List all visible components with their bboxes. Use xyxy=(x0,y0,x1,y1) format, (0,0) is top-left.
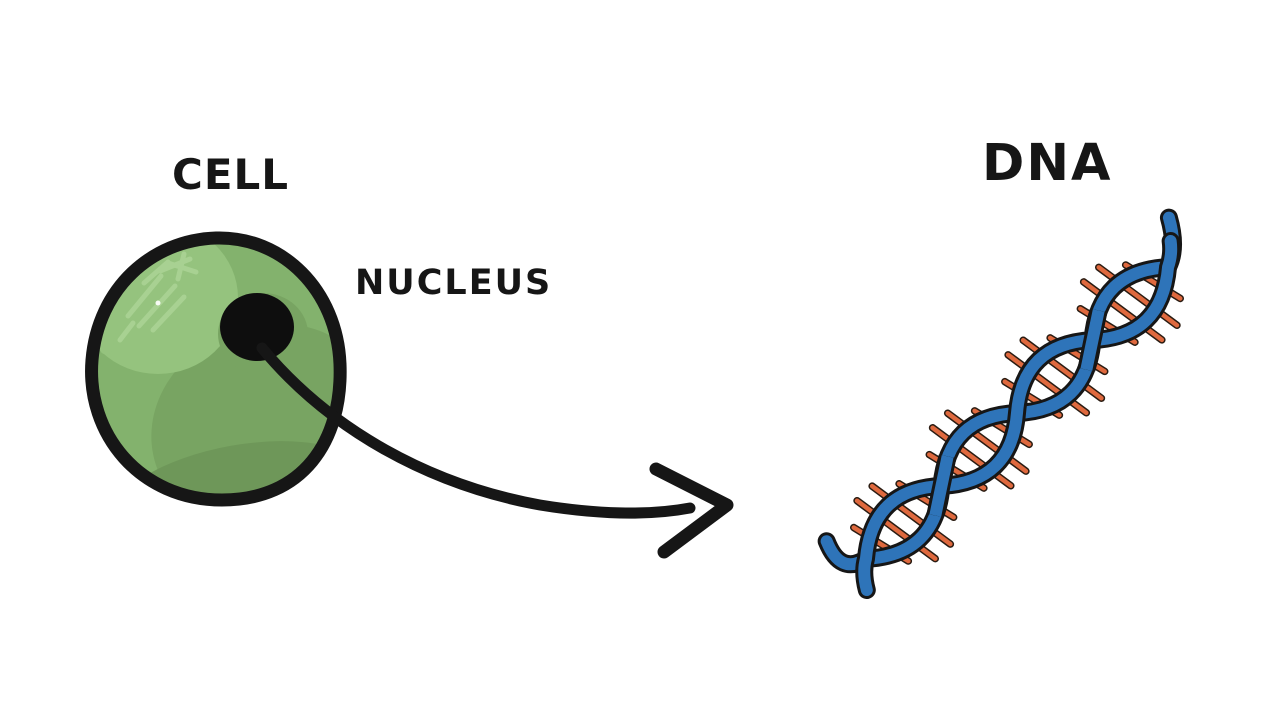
cell-outline xyxy=(85,231,347,507)
cell-glint xyxy=(155,300,161,306)
arrow-curve xyxy=(256,342,696,519)
dna-rungs xyxy=(851,262,1183,564)
dna-helix xyxy=(817,208,1184,600)
arrow-head xyxy=(649,462,734,559)
dna-weave xyxy=(929,309,1105,517)
dna-label: DNA xyxy=(982,134,1113,193)
nucleus-label: NUCLEUS xyxy=(355,263,553,303)
cell-label: CELL xyxy=(172,150,290,199)
dna-strand-b xyxy=(858,234,1178,597)
cell-highlight-scribbles xyxy=(117,251,199,343)
nucleus xyxy=(220,293,294,361)
cell-highlight-rim xyxy=(99,252,179,355)
